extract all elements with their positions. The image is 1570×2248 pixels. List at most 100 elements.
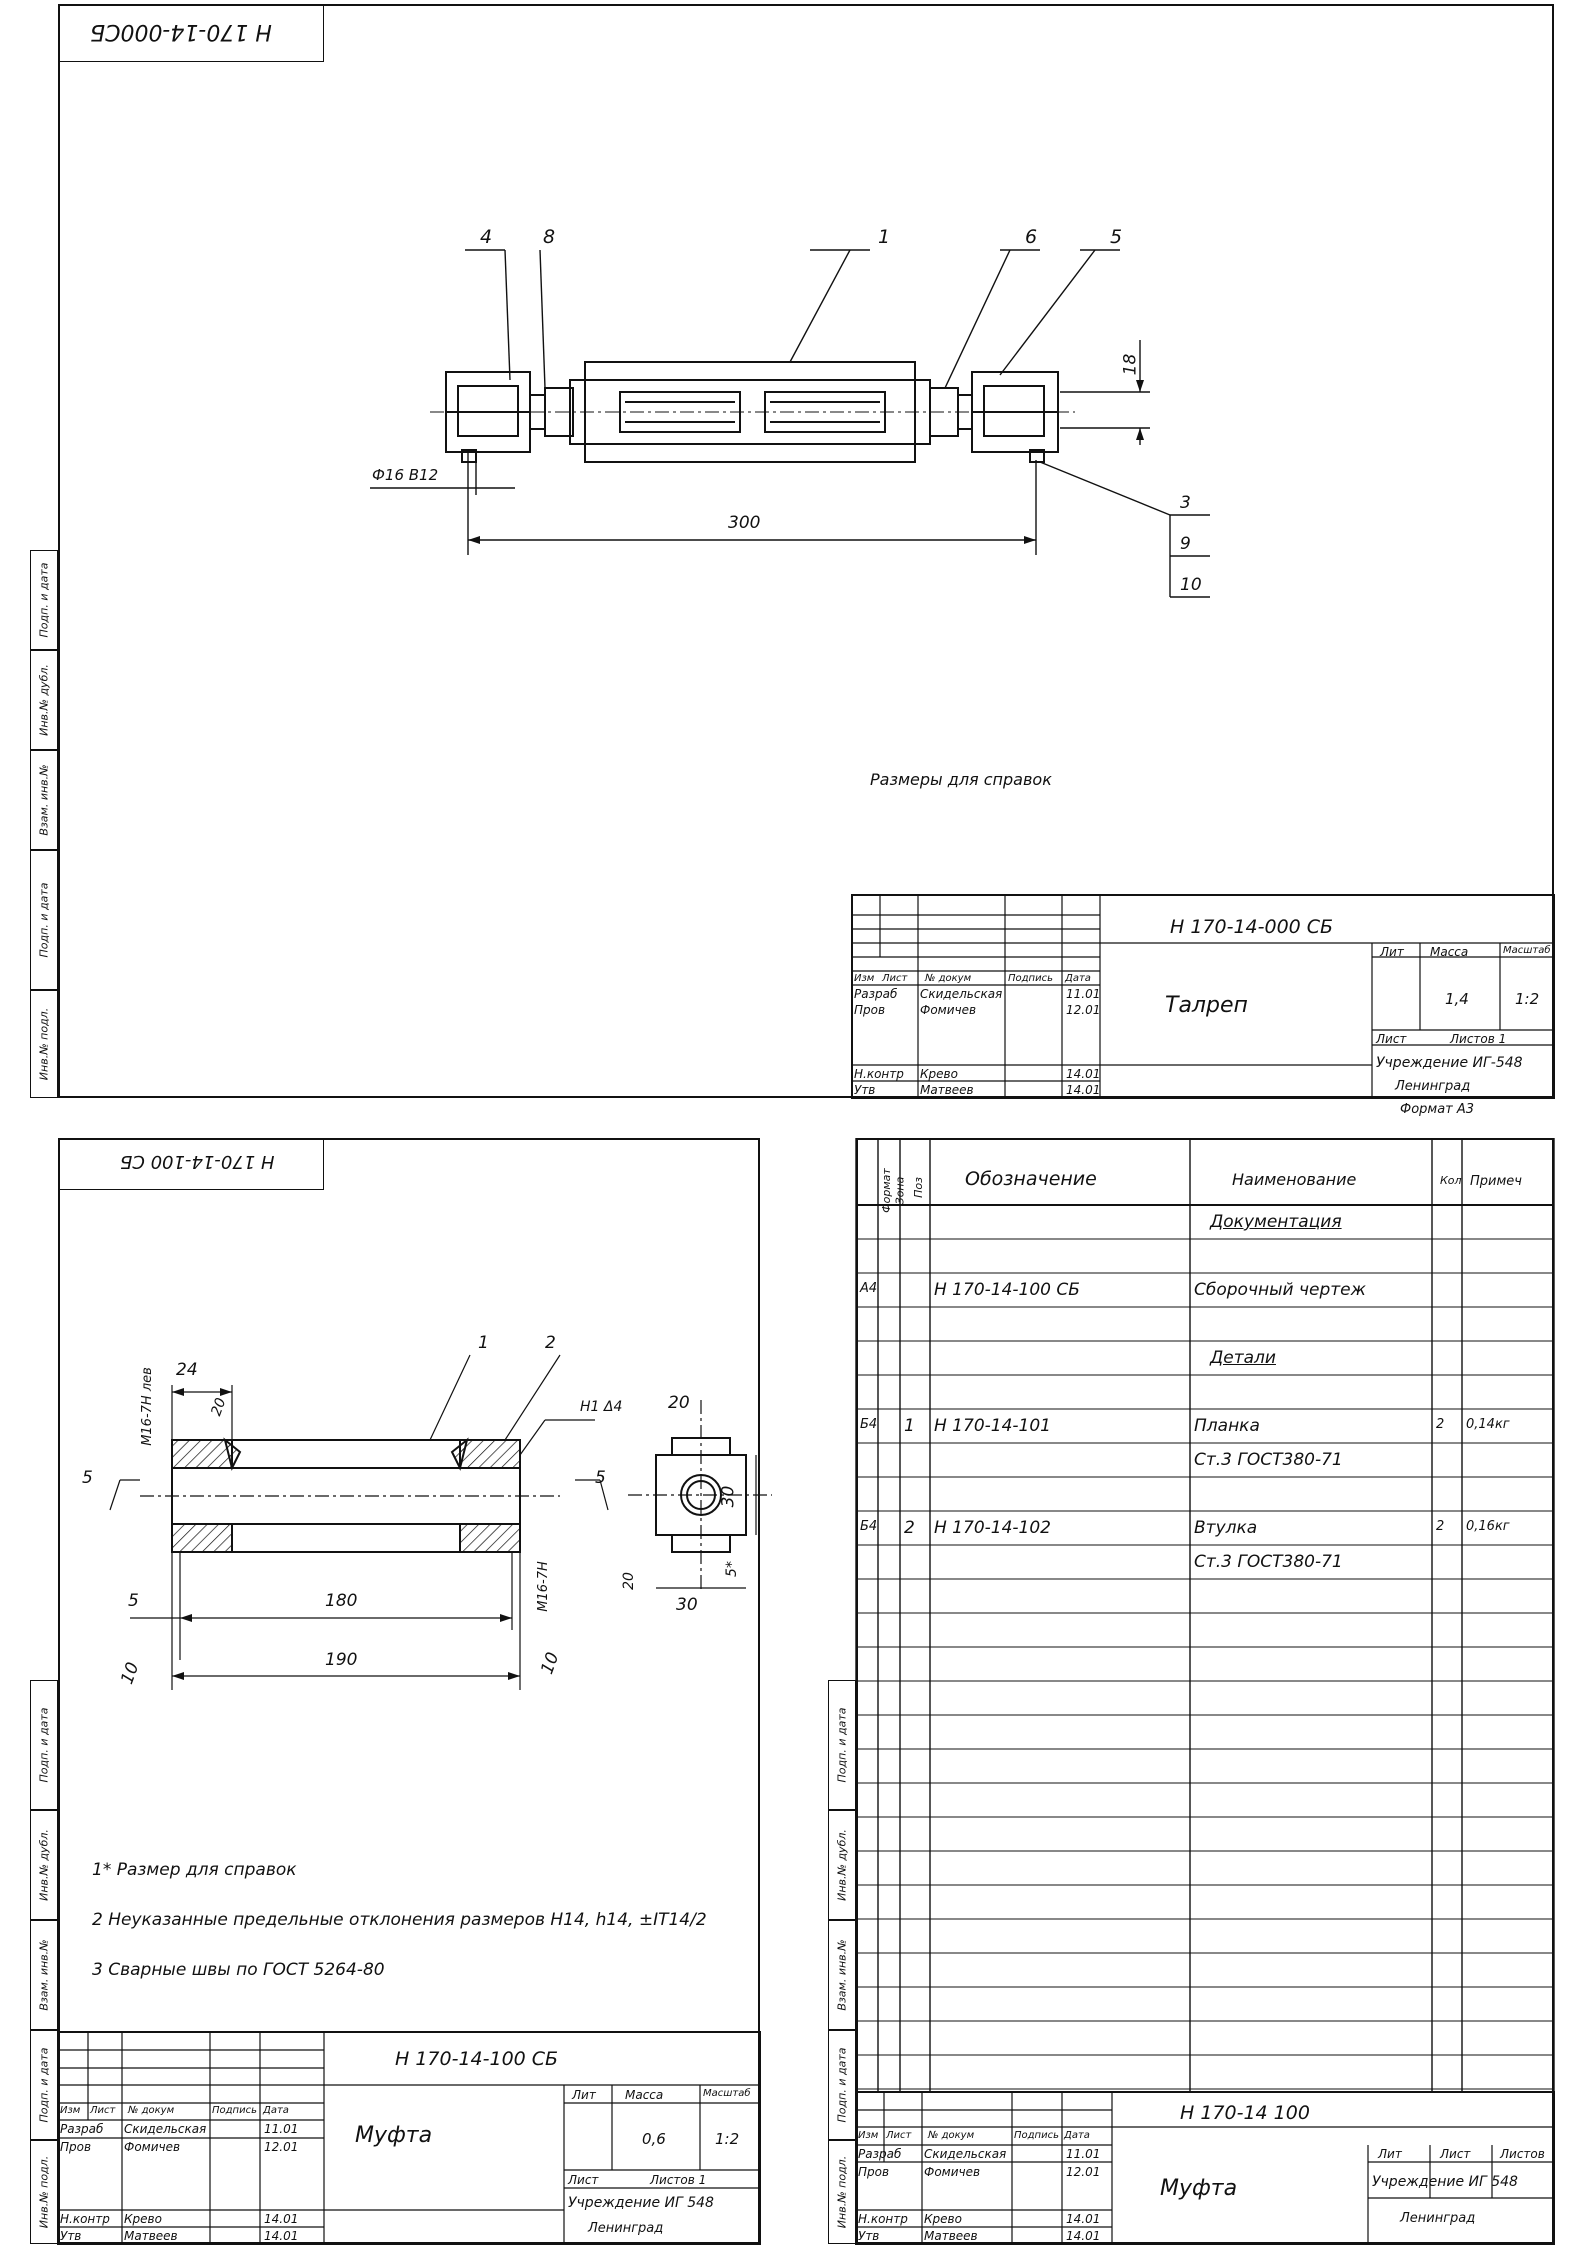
row-role: Пров: [858, 2165, 890, 2179]
row-person: Скидельская: [124, 2122, 207, 2136]
side-label: Подп. и дата: [37, 882, 51, 958]
hdr-izm: Изм: [854, 973, 875, 984]
row-date: 14.01: [1066, 2212, 1101, 2226]
spec-cell-fmt: Б4: [860, 1417, 878, 1432]
row-person: Крево: [124, 2212, 162, 2226]
row-person: Скидельская: [924, 2147, 1007, 2161]
spec-cell-name: Детали: [1210, 1348, 1276, 1368]
corner-code-box-2: [58, 1138, 324, 1190]
row-person: Крево: [924, 2212, 962, 2226]
row-person: Матвеев: [924, 2229, 978, 2243]
dim-24: 24: [176, 1360, 198, 1380]
row-person: Матвеев: [124, 2229, 178, 2243]
thread-left: М16-7Н лев: [139, 1367, 155, 1446]
row-person: Скидельская: [920, 987, 1003, 1001]
row-person: Фомичев: [924, 2165, 981, 2179]
dim-5: 5: [128, 1591, 139, 1611]
row-date: 14.01: [1066, 1083, 1101, 1097]
org: Учреждение ИГ 548: [568, 2195, 714, 2211]
hdr-note: Примеч: [1470, 1174, 1522, 1189]
side-label: Подп. и дата: [37, 562, 51, 638]
side-label: Взам. инв.№: [835, 1939, 849, 2011]
spec-cell-name: Ст.3 ГОСТ380-71: [1194, 1552, 1343, 1572]
hdr-qty: Кол: [1440, 1174, 1462, 1187]
corner-code: Н 170-14-000СБ: [90, 19, 272, 44]
hdr-doc: № докум: [925, 973, 972, 984]
sheet-label: Лист: [568, 2173, 599, 2187]
hdr-izm: Изм: [858, 2130, 879, 2141]
hdr-sign: Подпись: [1014, 2130, 1059, 2141]
callout-2: 2: [545, 1333, 556, 1353]
side-label: Инв.№ дубл.: [835, 1829, 849, 1901]
row-date: 12.01: [1066, 2165, 1101, 2179]
row-date: 14.01: [1066, 2229, 1101, 2243]
row-date: 14.01: [1066, 1067, 1101, 1081]
scale-value: 1:2: [1515, 990, 1540, 1008]
hdr-sign: Подпись: [1008, 973, 1053, 984]
row-date: 12.01: [264, 2140, 299, 2154]
hdr-izm: Изм: [60, 2105, 81, 2116]
row-role: Утв: [60, 2229, 82, 2243]
dim-180: 180: [325, 1591, 358, 1611]
spec-cell-name: Планка: [1194, 1416, 1260, 1436]
dim-300: 300: [728, 513, 761, 533]
title-code: Н 170-14 100: [1180, 2102, 1310, 2124]
spec-cell-pos: 1: [904, 1416, 915, 1436]
side-label: Подп. и дата: [37, 1707, 51, 1783]
row-person: Фомичев: [920, 1003, 977, 1017]
side-label: Подп. и дата: [835, 2047, 849, 2123]
lit-label: Лит: [1380, 945, 1404, 959]
cut-b: 5: [595, 1468, 606, 1488]
hdr-zone: Зона: [893, 1176, 907, 1205]
scale-value: 1:2: [715, 2130, 740, 2148]
row-role: Разраб: [60, 2122, 104, 2136]
side-label: Взам. инв.№: [37, 764, 51, 836]
hdr-date: Дата: [1065, 973, 1091, 984]
spec-cell-name: Документация: [1210, 1212, 1342, 1232]
scale-label: Масштаб: [1503, 945, 1551, 956]
callout-3: 3: [1180, 493, 1191, 513]
row-role: Утв: [854, 1083, 876, 1097]
side-label: Инв.№ подл.: [37, 1007, 51, 1081]
hdr-list: Лист: [90, 2105, 116, 2116]
side-label: Подп. и дата: [835, 1707, 849, 1783]
sheet-assembly-mufta: [58, 1138, 760, 2244]
spec-cell-note: 0,14кг: [1466, 1417, 1510, 1432]
row-date: 11.01: [1066, 987, 1101, 1001]
corner-code-2: Н 170-14-100 СБ: [120, 1151, 275, 1172]
city: Ленинград: [1400, 2211, 1476, 2226]
spec-cell-code: Н 170-14-100 СБ: [934, 1280, 1080, 1300]
hdr-date: Дата: [1064, 2130, 1090, 2141]
lit-label: Лит: [572, 2088, 596, 2102]
org: Учреждение ИГ 548: [1372, 2174, 1518, 2190]
hdr-sign: Подпись: [212, 2105, 257, 2116]
row-date: 12.01: [1066, 1003, 1101, 1017]
row-person: Фомичев: [124, 2140, 181, 2154]
spec-cell-qty: 2: [1436, 1519, 1445, 1534]
row-date: 14.01: [264, 2212, 299, 2226]
row-date: 14.01: [264, 2229, 299, 2243]
title-name: Талреп: [1165, 993, 1248, 1018]
hdr-doc: № докум: [128, 2105, 175, 2116]
scale-label: Масштаб: [703, 2088, 751, 2099]
hdr-name: Наименование: [1232, 1170, 1357, 1189]
spec-cell-qty: 2: [1436, 1417, 1445, 1432]
side-label: Инв.№ дубл.: [37, 1829, 51, 1901]
spec-cell-note: 0,16кг: [1466, 1519, 1510, 1534]
row-role: Разраб: [858, 2147, 902, 2161]
side-dim-20: 20: [668, 1393, 690, 1413]
side-label: Инв.№ подл.: [37, 2155, 51, 2229]
org: Учреждение ИГ-548: [1376, 1055, 1523, 1071]
side-label: Инв.№ подл.: [835, 2155, 849, 2229]
sheet-assembly-talrep: [58, 4, 1554, 1098]
callout-5: 5: [1110, 226, 1123, 248]
hdr-pos: Поз: [911, 1177, 925, 1198]
sheets-label: Листов 1: [1450, 1032, 1507, 1046]
hdr-doc: № докум: [928, 2130, 975, 2141]
row-person: Крево: [920, 1067, 958, 1081]
lit-label: Лит: [1378, 2147, 1402, 2161]
side-dim-20b: 20: [620, 1572, 637, 1590]
title-code: Н 170-14-100 СБ: [395, 2048, 559, 2070]
row-date: 11.01: [1066, 2147, 1101, 2161]
hdr-list: Лист: [882, 973, 908, 984]
